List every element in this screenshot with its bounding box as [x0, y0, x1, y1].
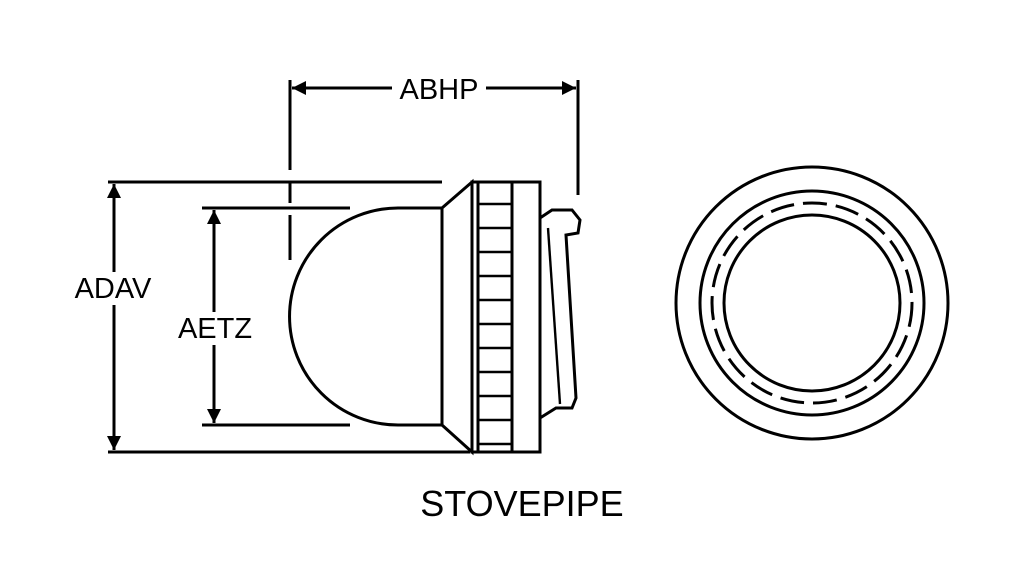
- end-view: [674, 165, 950, 441]
- end-view-flange-ring: [698, 189, 926, 417]
- abhp-label: ABHP: [400, 74, 479, 106]
- aetz-dimension: AETZ: [178, 206, 350, 427]
- knurl-lines: [478, 202, 512, 446]
- adav-dimension: ADAV: [75, 180, 470, 454]
- part-caption: STOVEPIPE: [420, 483, 623, 524]
- threaded-spigot: [539, 208, 582, 420]
- end-view-bore: [722, 213, 902, 393]
- end-view-outer-ring: [674, 165, 950, 441]
- end-view-hidden-thread: [710, 201, 914, 405]
- knurled-nut: [470, 180, 542, 454]
- side-view: [288, 178, 582, 456]
- adav-label: ADAV: [75, 273, 152, 305]
- dome-cap: [288, 206, 442, 427]
- tapered-collar: [440, 178, 474, 456]
- aetz-label: AETZ: [178, 313, 252, 345]
- abhp-dimension: ABHP: [288, 74, 580, 260]
